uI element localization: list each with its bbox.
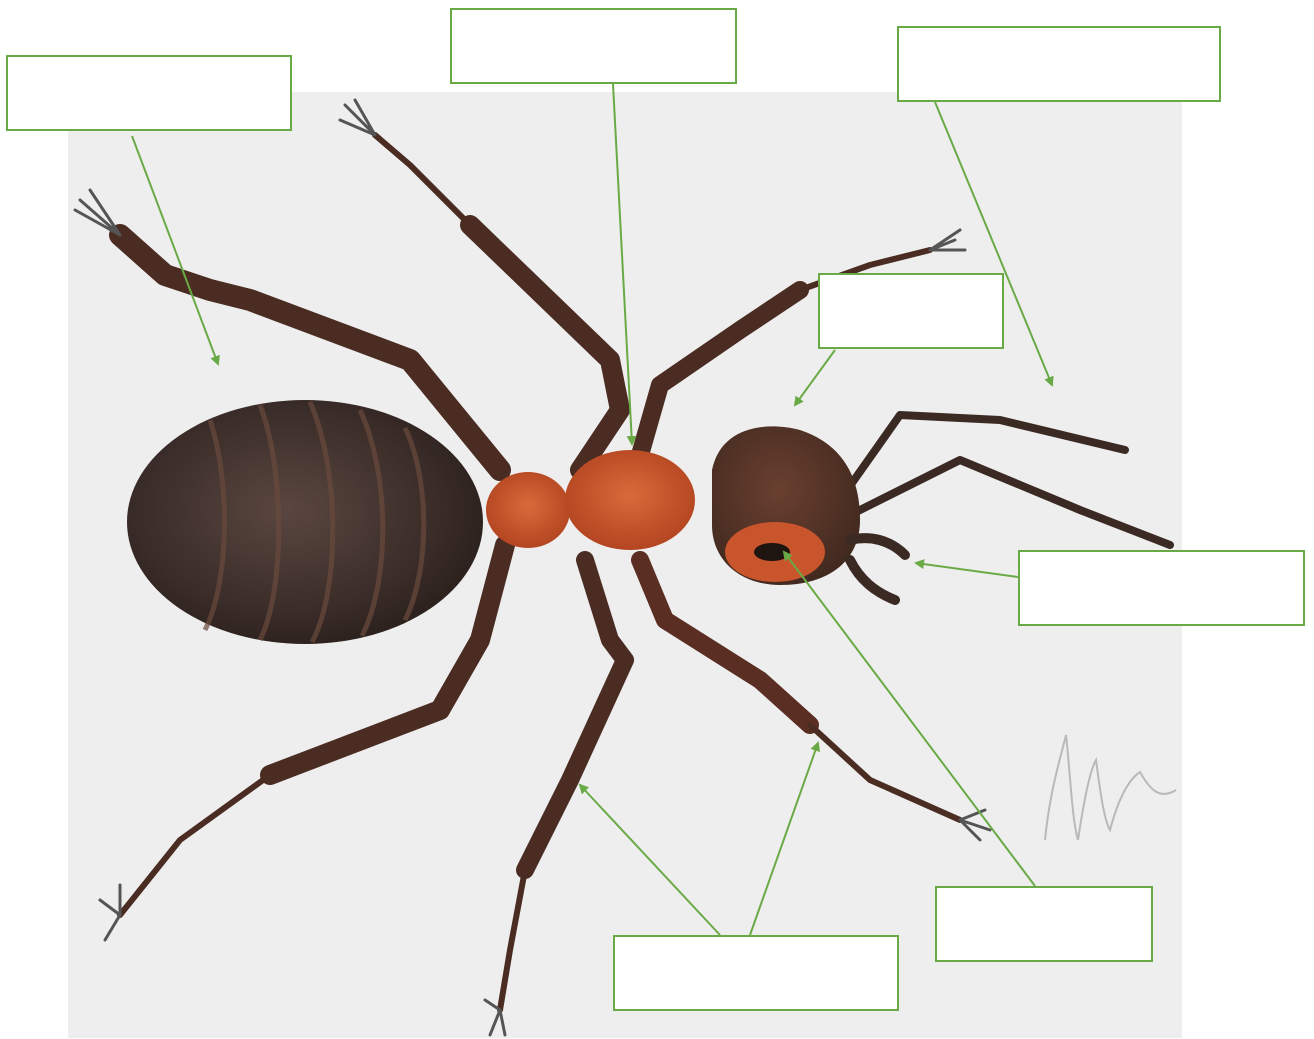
label-box-mandible[interactable] xyxy=(1018,550,1305,626)
label-box-legs[interactable] xyxy=(613,935,899,1011)
label-box-top-left[interactable] xyxy=(6,55,292,131)
label-box-head[interactable] xyxy=(818,273,1004,349)
ant-petiole xyxy=(486,472,570,548)
label-box-top-center[interactable] xyxy=(450,8,737,84)
label-box-top-right[interactable] xyxy=(897,26,1221,102)
ant-abdomen xyxy=(127,400,483,644)
ant-thorax xyxy=(565,450,695,550)
label-box-eye[interactable] xyxy=(935,886,1153,962)
